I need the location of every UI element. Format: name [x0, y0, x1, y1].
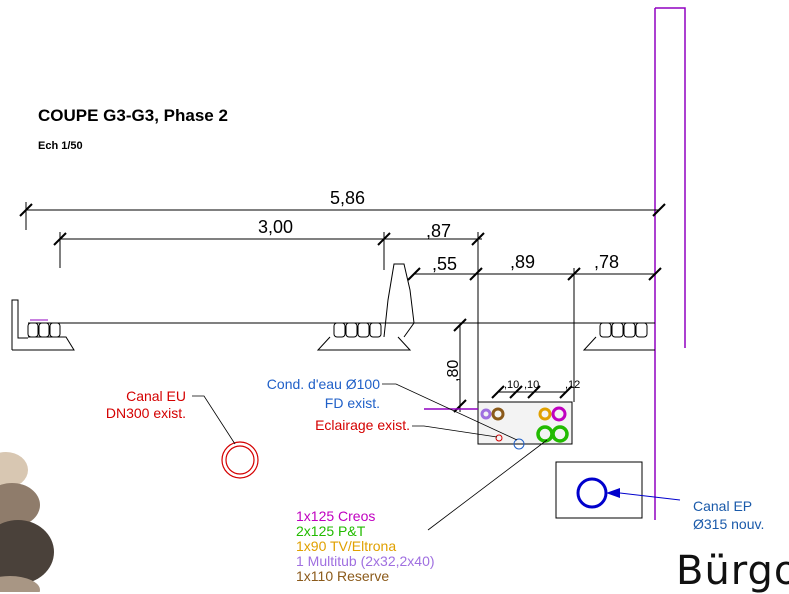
lighting-label: Eclairage exist.: [315, 417, 410, 433]
middle-curb: [316, 263, 415, 351]
canal-ep-arrow: [606, 488, 620, 498]
drawing-title: COUPE G3-G3, Phase 2: [38, 106, 228, 125]
dim-spacing-b: ,10: [524, 379, 539, 391]
legend-item-tv: 1x90 TV/Eltrona: [296, 538, 396, 554]
dim-mid-width: ,87: [426, 221, 451, 241]
legend-item-reserve: 1x110 Reserve: [296, 568, 389, 584]
footer-partial-text: Bürgo: [676, 548, 789, 594]
canal-eu-label: Canal EU: [126, 388, 186, 404]
dim-depth: ,80: [445, 360, 462, 382]
lighting-leader: [412, 425, 498, 438]
canal-eu-size: DN300 exist.: [106, 405, 186, 421]
water-label: Cond. d'eau Ø100: [267, 376, 380, 392]
dim-curb-gap: ,55: [432, 254, 457, 274]
drawing-scale: Ech 1/50: [38, 140, 83, 152]
canal-ep-leader: [619, 492, 681, 501]
water-leader: [382, 383, 518, 441]
canal-ep-pipe: [576, 477, 608, 509]
canal-ep-box: [555, 461, 643, 519]
legend-item-multitub: 1 Multitub (2x32,2x40): [296, 553, 435, 569]
canal-eu-pipe: [221, 441, 259, 479]
lighting-cable: [495, 434, 503, 442]
dim-right-width: ,78: [594, 252, 619, 272]
dim-spacing-c: ,12: [565, 379, 580, 391]
trench: [477, 323, 575, 402]
dim-spacing-a: ,10: [504, 379, 519, 391]
legend-leader: [427, 439, 548, 531]
stones-decoration: [0, 452, 54, 592]
dim-trench-width: ,89: [510, 252, 535, 272]
duct-bank: [424, 385, 573, 445]
canal-ep-label: Canal EP: [693, 498, 752, 514]
water-pipe: [513, 438, 525, 450]
water-status: FD exist.: [325, 395, 380, 411]
right-curb: [582, 322, 655, 351]
dimension-lines: [19, 202, 666, 413]
dim-total-width: 5,86: [330, 188, 365, 208]
left-curb: [11, 299, 75, 351]
boundary-line: [655, 7, 686, 348]
legend-item-pt: 2x125 P&T: [296, 523, 366, 539]
cable-legend: 1x125 Creos 2x125 P&T 1x90 TV/Eltrona 1 …: [296, 508, 435, 584]
canal-eu-leader: [192, 395, 236, 445]
canal-ep-size: Ø315 nouv.: [693, 516, 764, 532]
legend-item-creos: 1x125 Creos: [296, 508, 375, 524]
dim-left-width: 3,00: [258, 217, 293, 237]
